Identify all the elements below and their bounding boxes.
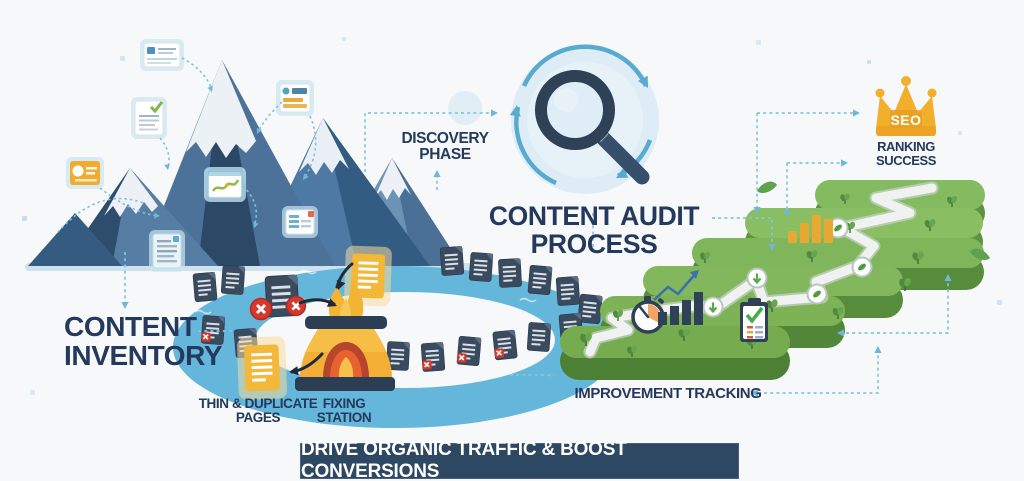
fixing-station-label: FIXING STATION: [316, 396, 372, 426]
floating-content-cards: [57, 39, 318, 272]
media-card-icon: [66, 157, 104, 189]
webpage-card-icon: [140, 39, 184, 71]
seo-crown-label: SEO: [890, 112, 922, 128]
path-marker-arrow-icon: [746, 267, 768, 289]
path-marker-arrow-icon: [702, 296, 724, 318]
content-audit-cycle-icon: [509, 44, 659, 194]
spreadsheet-card-icon: [282, 206, 318, 238]
content-inventory-label: CONTENT INVENTORY: [64, 311, 223, 372]
text-doc-icon: [149, 230, 185, 272]
message-card-icon: [276, 80, 314, 116]
improvement-tracking-label: IMPROVEMENT TRACKING: [574, 385, 762, 402]
fixing-station-furnace-icon: [295, 278, 395, 391]
path-marker-leaf-icon: [806, 283, 828, 305]
ranking-success-label: RANKING SUCCESS: [875, 139, 937, 168]
thin-duplicate-pages-label: THIN & DUPLICATE PAGES: [198, 396, 318, 426]
improvement-hills: [560, 180, 990, 380]
background-specks: [22, 37, 1002, 395]
dashed-connectors: [124, 112, 949, 394]
leaf-accent: [970, 248, 990, 260]
leaf-accent: [757, 181, 777, 193]
approved-doc-icon: [131, 97, 167, 139]
fixed-doc-bottom: [236, 336, 288, 400]
analytics-page-icon: [204, 167, 246, 202]
growth-chart-icon: [653, 270, 703, 325]
seo-crown-icon: [875, 76, 937, 136]
gold-bar-chart-icon: [788, 215, 833, 243]
discovery-phase-label: DISCOVERY PHASE: [401, 130, 489, 164]
magnifier-icon: [535, 70, 650, 185]
bottom-banner: DRIVE ORGANIC TRAFFIC & BOOST CONVERSION…: [300, 439, 739, 481]
content-audit-process-title: CONTENT AUDIT PROCESS: [488, 201, 700, 259]
path-marker-leaf-icon: [851, 256, 873, 278]
checklist-icon: [740, 298, 768, 342]
